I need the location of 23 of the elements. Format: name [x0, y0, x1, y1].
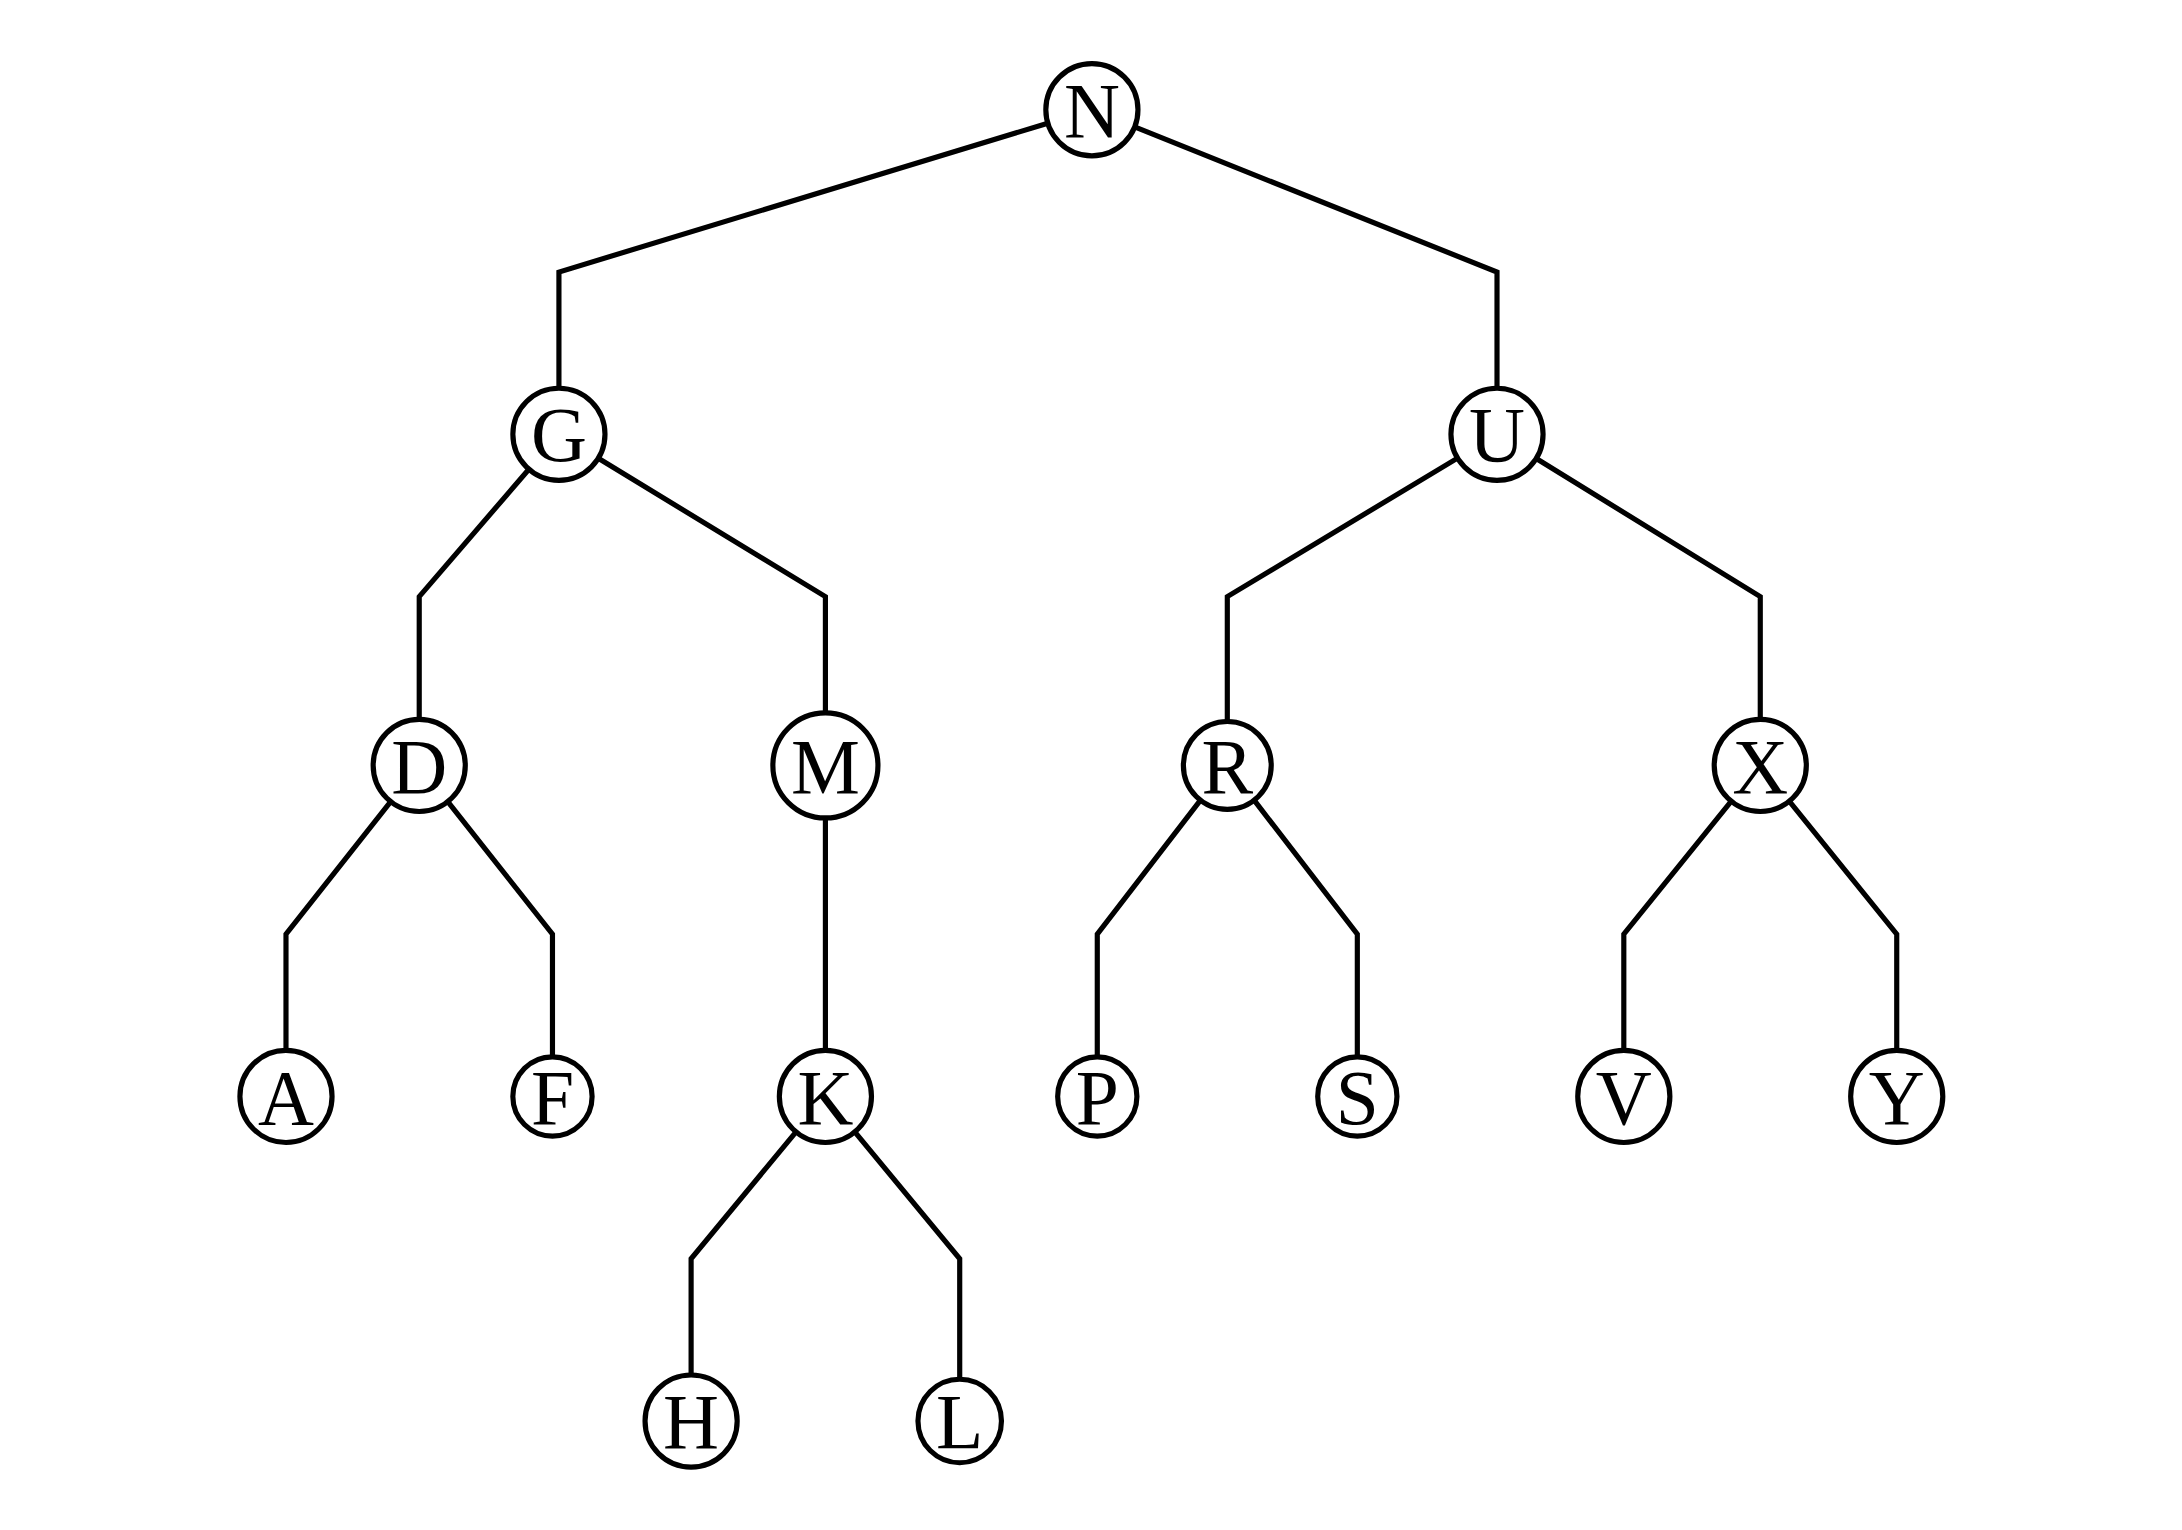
tree-node-circle: G — [509, 385, 608, 483]
tree-node-circle: Y — [1847, 1047, 1946, 1145]
tree-node-circle: V — [1574, 1047, 1673, 1145]
tree-node-circle: K — [776, 1047, 874, 1145]
connector-line — [1620, 799, 1733, 1050]
tree-node-circle: P — [1054, 1053, 1140, 1139]
tree-node-circle: X — [1711, 716, 1809, 814]
tree-node-circle: H — [642, 1371, 740, 1470]
connector-line — [416, 467, 531, 719]
tree-node-circle: F — [509, 1053, 595, 1139]
connector-line — [283, 799, 393, 1050]
tree-node-circle: R — [1180, 718, 1274, 812]
tree-node-circle: D — [370, 716, 468, 814]
connector-line — [822, 817, 828, 1050]
connector-line — [1786, 799, 1899, 1050]
tree-node-circle: M — [769, 709, 881, 821]
tree-node-circle: N — [1042, 60, 1141, 158]
tree-node-circle: A — [236, 1047, 335, 1145]
connector-line — [688, 1129, 798, 1375]
tree-node-circle: U — [1448, 385, 1546, 483]
tree-node-circle: L — [915, 1376, 1004, 1465]
tree-node-circle: S — [1314, 1053, 1400, 1139]
connector-line — [1534, 455, 1763, 719]
